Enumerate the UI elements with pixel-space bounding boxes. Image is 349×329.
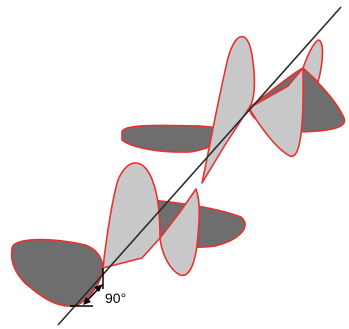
marker-arrowhead-upper [94,284,103,292]
vertical-wave-lobe-1 [102,162,161,269]
vertical-wave-lobe-3 [201,35,256,184]
vertical-wave-lobe-5 [302,39,324,83]
angle-label: 90° [105,290,126,306]
vertical-wave-lobe-4 [248,67,304,158]
marker-arrowhead-lower [83,297,91,305]
vertical-wave [102,35,324,277]
propagation-axis [57,6,342,326]
vertical-wave-lobe-2 [159,188,201,277]
right-angle-marker: 90° [70,268,126,307]
horizontal-wave-lobe-1 [10,238,104,307]
